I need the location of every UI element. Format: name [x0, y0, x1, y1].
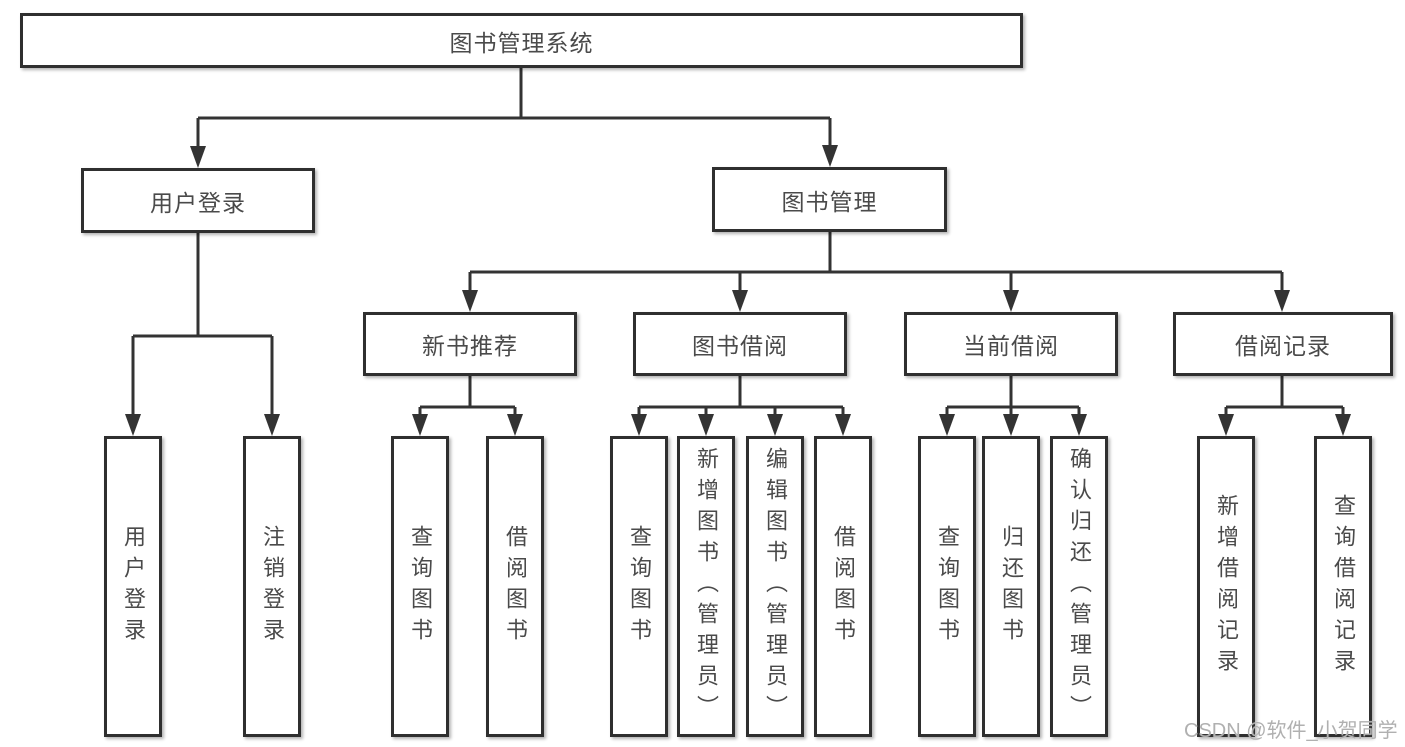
node-book-management-label: 图书管理 — [781, 188, 878, 215]
connector-newbook-to-leaves — [412, 376, 523, 436]
connector-userlogin-to-leaves — [125, 233, 280, 436]
leaf-edit-books-admin: 编辑图书（管理员） — [746, 436, 804, 737]
leaf-borrow-books-recommend: 借阅图书 — [486, 436, 544, 737]
leaf-query-books-recommend: 查询图书 — [391, 436, 449, 737]
node-root-label: 图书管理系统 — [449, 29, 594, 56]
node-current-borrowing-label: 当前借阅 — [963, 333, 1059, 359]
leaf-query-books-borrowing-label: 查询图书 — [627, 524, 652, 649]
node-user-login: 用户登录 — [81, 168, 315, 233]
leaf-query-borrow-record: 查询借阅记录 — [1314, 436, 1372, 737]
leaf-return-books: 归还图书 — [982, 436, 1040, 737]
leaf-user-login-label: 用户登录 — [121, 524, 146, 649]
leaf-borrow-books: 借阅图书 — [814, 436, 872, 737]
leaf-confirm-return-admin: 确认归还（管理员） — [1050, 436, 1108, 737]
connector-records-to-leaves — [1218, 376, 1351, 436]
leaf-add-borrow-record-label: 新增借阅记录 — [1214, 493, 1239, 680]
csdn-watermark: CSDN @软件_小贺同学 — [1184, 720, 1398, 742]
leaf-borrow-books-label: 借阅图书 — [831, 524, 856, 649]
leaf-query-books-borrowing: 查询图书 — [610, 436, 668, 737]
node-new-book-recommend-label: 新书推荐 — [422, 333, 518, 359]
node-book-borrowing-label: 图书借阅 — [692, 333, 788, 359]
leaf-return-books-label: 归还图书 — [999, 524, 1024, 649]
connector-borrowing-to-leaves — [631, 376, 851, 436]
node-borrowing-records: 借阅记录 — [1173, 312, 1393, 376]
node-current-borrowing: 当前借阅 — [904, 312, 1118, 376]
leaf-logout-login: 注销登录 — [243, 436, 301, 737]
leaf-add-books-admin-label: 新增图书（管理员） — [694, 447, 719, 726]
leaf-borrow-books-recommend-label: 借阅图书 — [503, 524, 528, 649]
leaf-add-books-admin: 新增图书（管理员） — [677, 436, 735, 737]
node-root-system: 图书管理系统 — [20, 13, 1023, 68]
leaf-add-borrow-record: 新增借阅记录 — [1197, 436, 1255, 737]
leaf-query-books-recommend-label: 查询图书 — [408, 524, 433, 649]
node-new-book-recommend: 新书推荐 — [363, 312, 577, 376]
node-user-login-label: 用户登录 — [150, 189, 246, 216]
connector-current-to-leaves — [939, 376, 1087, 436]
node-book-management: 图书管理 — [712, 167, 947, 232]
leaf-query-borrow-record-label: 查询借阅记录 — [1331, 493, 1356, 680]
leaf-query-books-current: 查询图书 — [918, 436, 976, 737]
node-book-borrowing: 图书借阅 — [633, 312, 847, 376]
leaf-edit-books-admin-label: 编辑图书（管理员） — [763, 447, 788, 726]
connector-bookmgmt-to-level3 — [462, 232, 1290, 312]
node-borrowing-records-label: 借阅记录 — [1235, 333, 1331, 359]
leaf-query-books-current-label: 查询图书 — [935, 524, 960, 649]
leaf-logout-login-label: 注销登录 — [260, 524, 285, 649]
leaf-confirm-return-admin-label: 确认归还（管理员） — [1067, 447, 1092, 726]
connector-root-to-level2 — [190, 68, 838, 168]
leaf-user-login: 用户登录 — [104, 436, 162, 737]
